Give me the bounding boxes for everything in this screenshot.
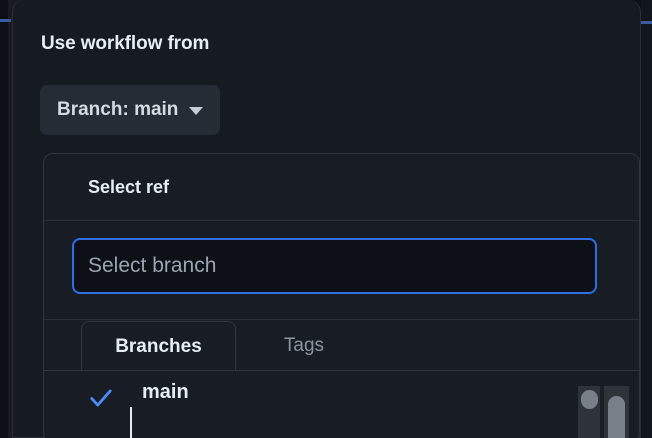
check-icon <box>90 389 112 407</box>
select-ref-popover: Select ref Branches Tags main <box>43 153 640 438</box>
select-ref-header: Select ref <box>44 154 639 221</box>
scrollbar-divider <box>600 386 604 438</box>
tab-tags[interactable]: Tags <box>283 335 325 356</box>
scrollbar-thumb-inner[interactable] <box>608 396 625 438</box>
tabs-underline <box>44 370 639 371</box>
ref-type-tabs: Branches Tags <box>44 321 639 371</box>
select-ref-title: Select ref <box>88 177 170 197</box>
tab-branches[interactable]: Branches <box>81 321 236 371</box>
backdrop-accent-line-left <box>0 19 11 22</box>
page-title: Use workflow from <box>41 33 210 54</box>
workflow-dispatch-dialog: Use workflow from Branch: main Select re… <box>12 0 641 438</box>
list-item[interactable]: main <box>44 371 639 438</box>
text-cursor <box>130 407 132 438</box>
search-input[interactable] <box>72 238 597 294</box>
scrollbar-thumb-outer[interactable] <box>581 390 598 409</box>
backdrop-right-strip <box>641 0 652 438</box>
select-ref-search-area <box>44 221 639 320</box>
chevron-down-icon <box>189 107 204 115</box>
branch-selector-button[interactable]: Branch: main <box>40 85 221 135</box>
list-item-label: main <box>142 381 189 403</box>
backdrop-accent-line-right <box>641 21 652 24</box>
branch-list: main <box>44 371 639 438</box>
branch-selector-label: Branch: main <box>57 99 179 120</box>
